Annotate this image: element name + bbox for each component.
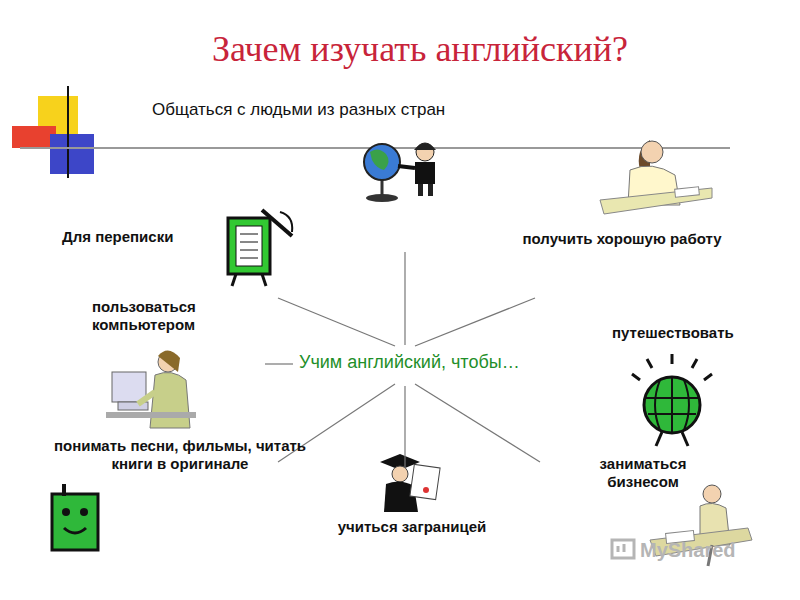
globe-kid-icon <box>364 143 436 202</box>
graduate-icon <box>380 454 440 512</box>
branch-label: путешествовать <box>612 324 734 342</box>
branch-label: понимать песни, фильмы, читать книги в о… <box>45 437 315 473</box>
ray-lines <box>265 252 540 468</box>
woman-desk-icon <box>600 140 712 214</box>
deco-square <box>50 134 94 174</box>
ray-line <box>265 363 293 364</box>
branch-label: получить хорошую работу <box>522 230 722 248</box>
title: Зачем изучать английский? <box>212 28 628 71</box>
computer-user-icon <box>106 350 196 428</box>
branch-label: пользоваться компьютером <box>92 298 252 334</box>
ray-line <box>415 384 540 462</box>
branch-label: Общаться с людьми из разных стран <box>152 100 445 120</box>
ray-line <box>404 252 405 345</box>
branch-label: Для переписки <box>62 228 173 246</box>
ray-line <box>404 386 405 468</box>
center-label: Учим английский, чтобы… <box>296 352 523 374</box>
deco-square <box>12 126 56 148</box>
book-face-icon <box>52 484 98 550</box>
watermark-icon <box>612 540 634 558</box>
branch-label: заниматься бизнесом <box>568 455 718 491</box>
ray-line <box>278 298 395 346</box>
watermark: MyShared <box>640 538 736 562</box>
branch-label: учиться заграницей <box>338 518 487 536</box>
globe-face-icon <box>632 354 712 446</box>
deco-line <box>67 86 69 178</box>
letter-icon <box>228 210 292 286</box>
ray-line <box>415 298 535 346</box>
